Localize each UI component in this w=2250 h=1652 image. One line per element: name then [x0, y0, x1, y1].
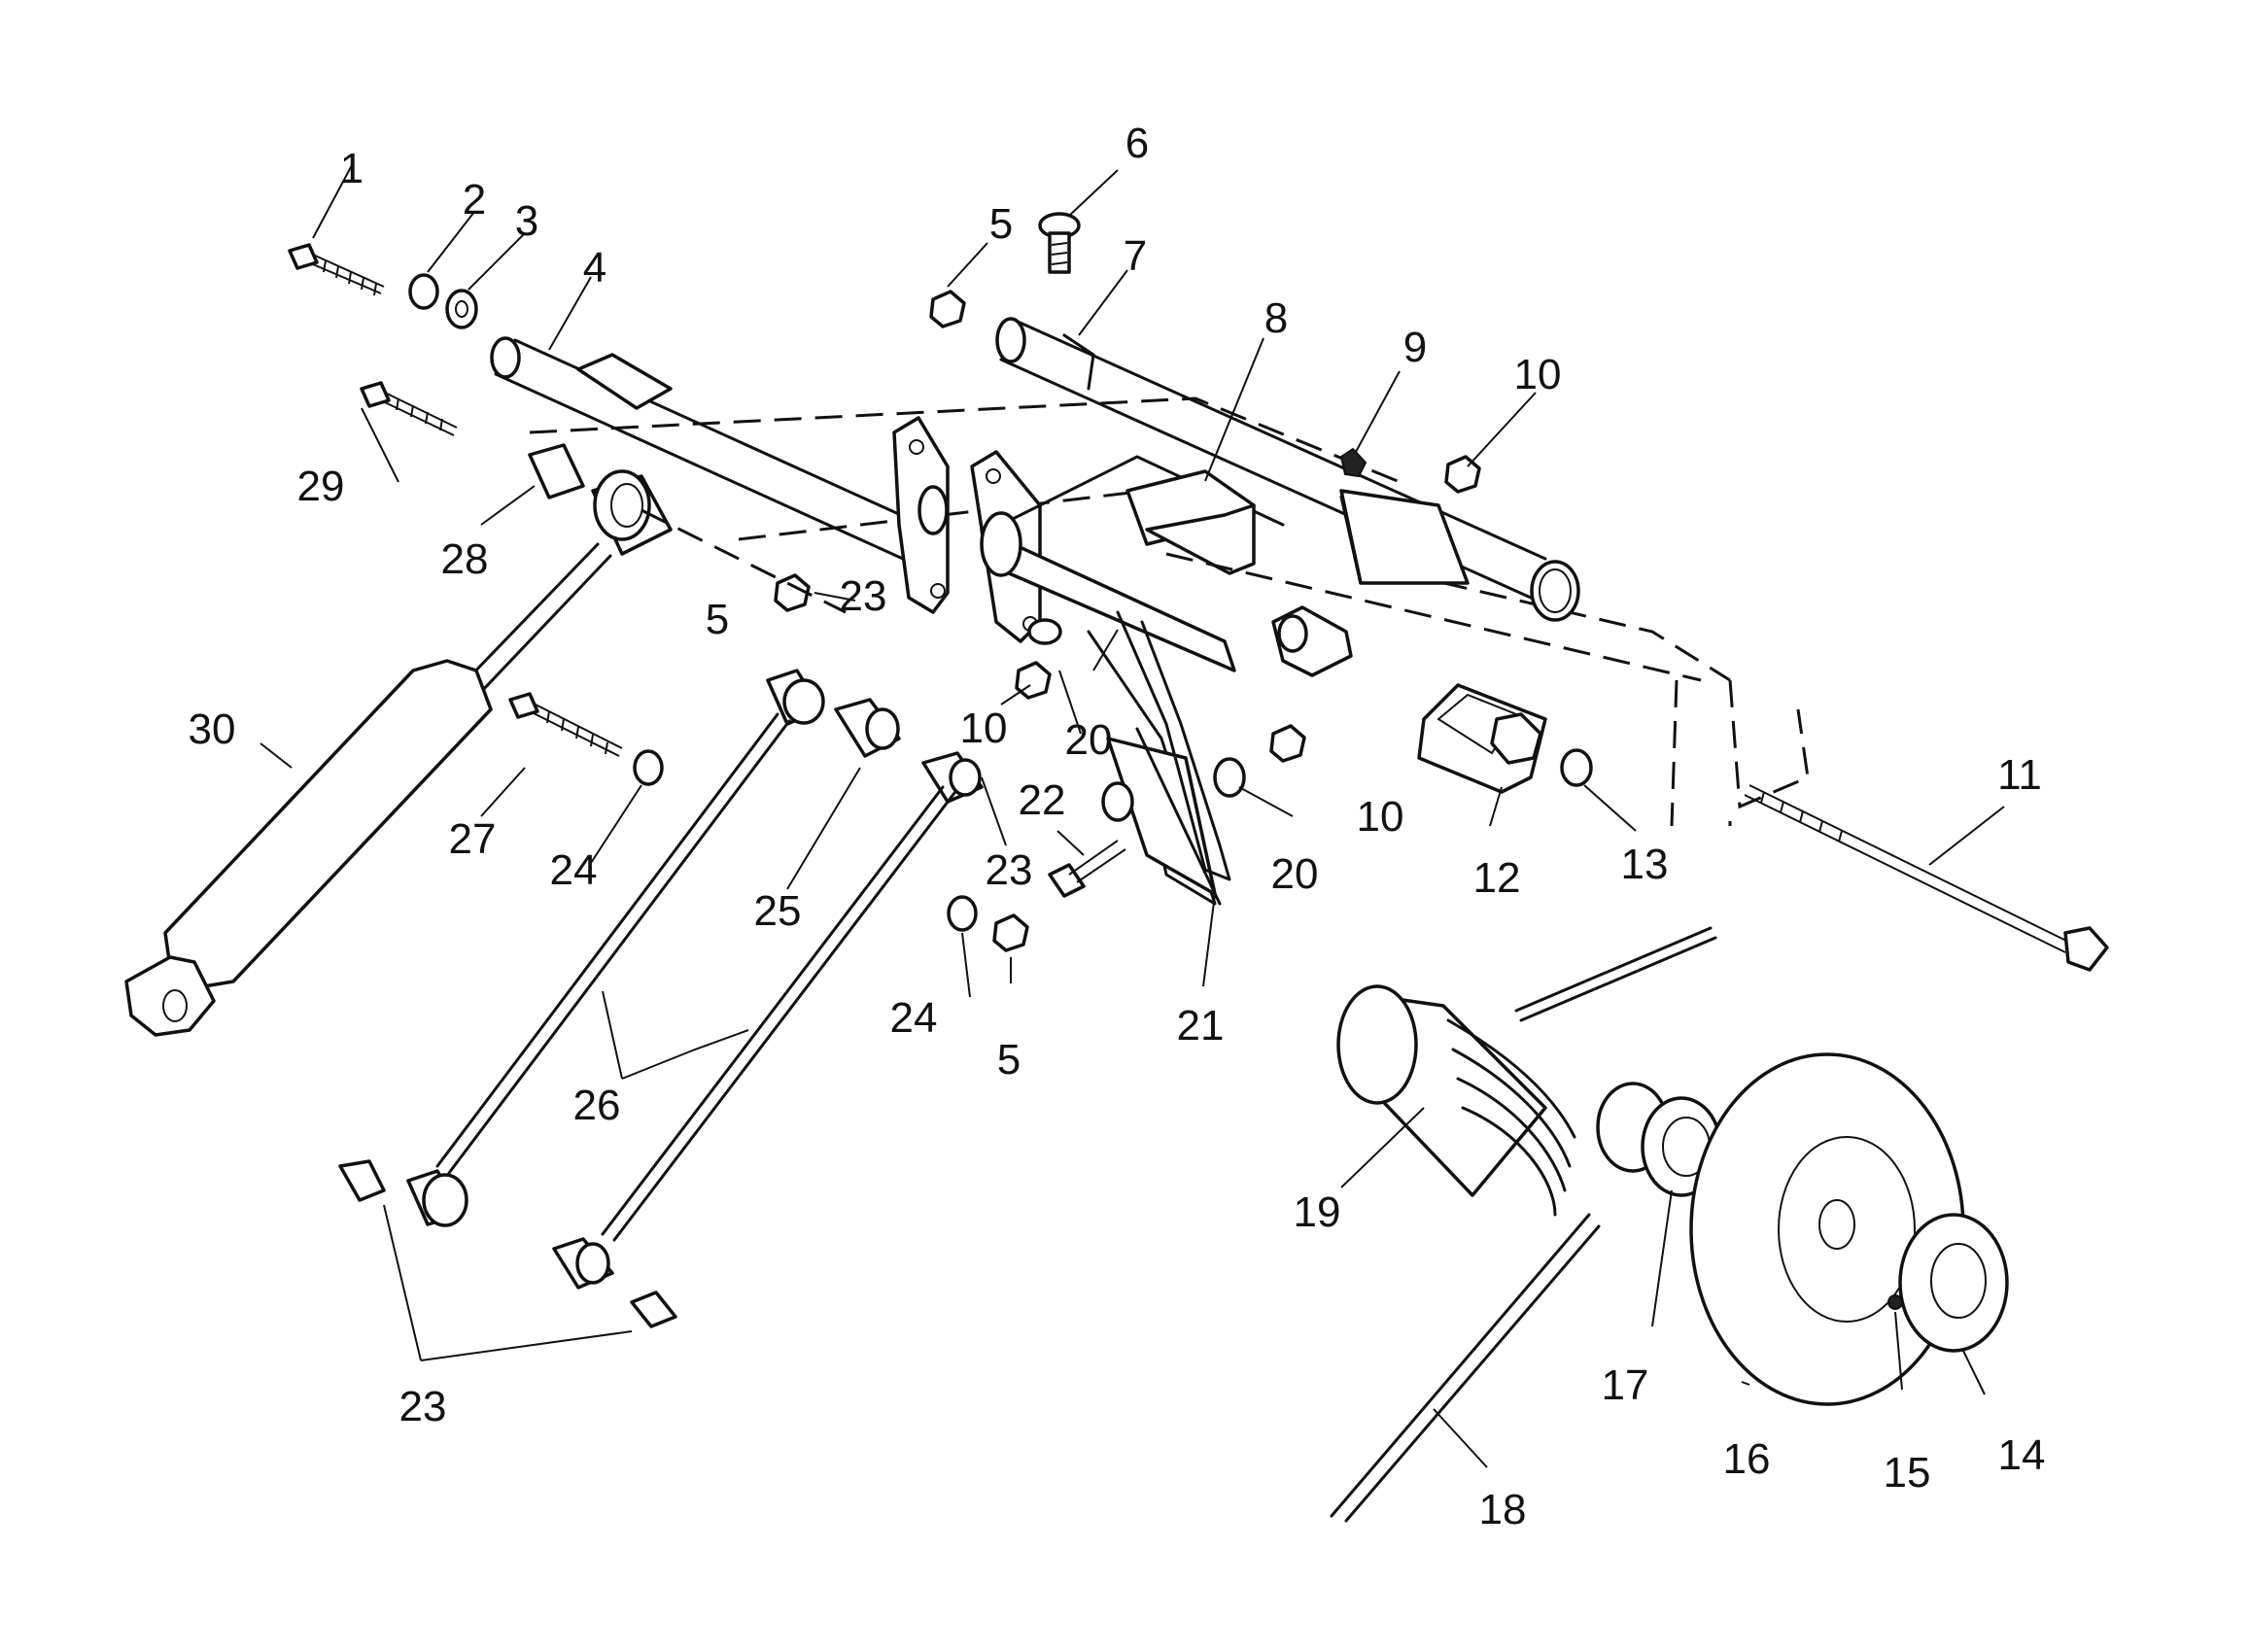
- callout-23-mid: 23: [986, 846, 1033, 894]
- right-frame-section: [1271, 489, 1470, 677]
- part-30-shock: [124, 469, 673, 1037]
- part-28-bushing: [528, 443, 585, 499]
- part-5-nut-middle: [774, 573, 811, 612]
- callout-10-center: 10: [960, 705, 1008, 752]
- callout-5-bottom: 5: [997, 1036, 1021, 1084]
- part-29-bolt: [360, 381, 458, 436]
- callout-3: 3: [515, 197, 538, 245]
- part-15-pin: [1887, 1294, 1903, 1310]
- centerline: [1165, 552, 1702, 682]
- part-4-front-axle: [490, 336, 935, 566]
- part-9-plug: [1339, 447, 1367, 478]
- callout-5-middle: 5: [706, 596, 729, 643]
- part-12-nut-plate: [1417, 683, 1547, 794]
- callout-29: 29: [297, 463, 345, 510]
- part-11-long-bolt: [1744, 784, 2109, 972]
- leader-lines: [260, 164, 2005, 1468]
- part-21-strap: [1116, 610, 1231, 881]
- callout-12: 12: [1473, 854, 1521, 902]
- callout-20-left: 20: [1065, 716, 1113, 764]
- callout-16: 16: [1723, 1435, 1771, 1483]
- callout-30: 30: [189, 706, 236, 753]
- callout-10-lower: 10: [1357, 793, 1404, 841]
- part-8-bracket: [1125, 469, 1256, 575]
- callout-27: 27: [449, 815, 497, 863]
- part-1-bolt: [288, 243, 385, 296]
- callout-1: 1: [340, 145, 363, 192]
- callout-25: 25: [754, 887, 802, 935]
- callout-23-bottom: 23: [399, 1383, 447, 1430]
- part-24-washer-left: [633, 749, 664, 786]
- callout-26: 26: [573, 1082, 621, 1129]
- part-14-bearing: [1898, 1213, 2009, 1353]
- part-5-nut-bottom: [992, 913, 1029, 952]
- part-26-links: [338, 669, 984, 1328]
- callout-8: 8: [1264, 294, 1288, 342]
- callout-4: 4: [583, 244, 606, 292]
- callout-21: 21: [1177, 1002, 1225, 1050]
- part-20-washer-right: [1213, 757, 1246, 798]
- callout-20-right: 20: [1271, 850, 1319, 898]
- callout-14: 14: [1998, 1431, 2046, 1479]
- callout-2: 2: [463, 176, 486, 224]
- callout-18: 18: [1479, 1486, 1527, 1533]
- callout-17: 17: [1602, 1361, 1649, 1409]
- part-19-spring: [1330, 926, 1717, 1523]
- callout-labels: 1 2 3 4 5 5 5 6 7 8 9 10 10 10 11 12 13 …: [189, 120, 2046, 1533]
- callout-28: 28: [441, 535, 489, 583]
- callout-24-right: 24: [890, 994, 938, 1042]
- callout-9: 9: [1403, 324, 1427, 371]
- callout-10-right: 10: [1514, 351, 1562, 398]
- part-10-nut-center: [1015, 661, 1052, 700]
- callout-24-left: 24: [550, 846, 598, 894]
- part-7-rear-axle: [995, 317, 1580, 622]
- part-10-nut-lower: [1269, 724, 1306, 763]
- centerline-lower: [640, 508, 847, 614]
- part-24-washer-right: [947, 895, 978, 932]
- part-20-washer-left: [1101, 781, 1134, 822]
- part-20-washer-upper: [1027, 618, 1062, 645]
- callout-5-top: 5: [989, 200, 1013, 248]
- part-27-bolt: [508, 692, 623, 757]
- part-22-bolt: [1048, 840, 1126, 898]
- part-2-washer: [408, 273, 439, 310]
- callout-22: 22: [1019, 776, 1066, 824]
- part-3-washer: [445, 289, 478, 329]
- part-13-washer: [1560, 748, 1593, 787]
- callout-6: 6: [1125, 120, 1149, 167]
- callout-7: 7: [1124, 232, 1147, 280]
- part-3-washer-hole: [455, 300, 468, 318]
- callout-13: 13: [1621, 841, 1669, 888]
- callout-19: 19: [1294, 1188, 1341, 1236]
- callout-11: 11: [1997, 751, 2042, 799]
- part-5-nut-top: [929, 290, 966, 328]
- part-10-nut-right: [1444, 455, 1481, 494]
- part-6-screw: [1038, 212, 1081, 274]
- callout-15: 15: [1884, 1449, 1931, 1497]
- callout-23-upper: 23: [840, 572, 887, 620]
